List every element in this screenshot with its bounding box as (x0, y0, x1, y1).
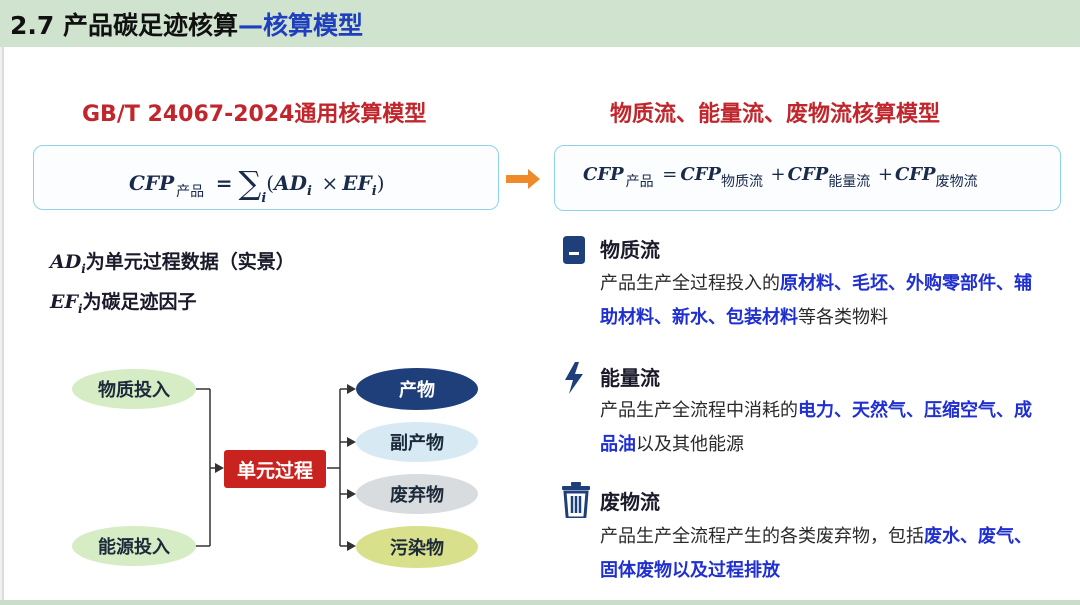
page-title-sub: 核算模型 (263, 11, 364, 40)
output-waste: 废弃物 (356, 474, 478, 514)
output-byproduct: 副产物 (356, 422, 478, 462)
unit-process-box: 单元过程 (224, 450, 326, 488)
formula-times: × (321, 171, 339, 195)
output-pollutant: 污染物 (356, 526, 478, 568)
bottom-bar (0, 600, 1080, 605)
section-material-body: 产品生产全过程投入的原材料、毛坯、外购零部件、辅助材料、新水、包装材料等各类物料 (600, 267, 1040, 335)
rformula-t2: CFP (787, 164, 829, 185)
rformula-eq: = (662, 164, 678, 185)
output-product: 产物 (356, 368, 478, 410)
section-waste-body: 产品生产全流程产生的各类废弃物，包括废水、废气、固体废物以及过程排放 (600, 520, 1040, 588)
formula-ef: EF (342, 171, 372, 195)
page-title-main: 2.7 产品碳足迹核算 (10, 11, 238, 40)
section-energy-body: 产品生产全流程中消耗的电力、天然气、压缩空气、成品油以及其他能源 (600, 394, 1040, 462)
rformula-cfp: CFP (583, 164, 624, 185)
rformula-t2-sub: 能量流 (828, 174, 871, 190)
definition-ef: EFi为碳足迹因子 (50, 287, 197, 316)
material-body-pre: 产品生产全过程投入的 (600, 273, 780, 294)
energy-body-post: 以及其他能源 (636, 434, 744, 455)
left-heading: GB/T 24067-2024通用核算模型 (82, 102, 427, 127)
document-icon (563, 236, 585, 264)
formula-sum: ∑ (238, 164, 262, 202)
def-ef-symbol: EF (50, 291, 78, 313)
def-ef-text: 为碳足迹因子 (82, 291, 197, 313)
rformula-plus1: + (770, 164, 786, 185)
trash-icon (562, 482, 590, 518)
formula-ad-sub: i (306, 184, 312, 199)
formula-eq: = (215, 171, 233, 195)
page-title-dash: — (238, 11, 263, 40)
formula-ad: AD (274, 171, 307, 195)
rformula-t3-sub: 废物流 (935, 174, 978, 190)
input-material: 物质投入 (72, 369, 196, 409)
rformula-cfp-sub: 产品 (625, 174, 654, 190)
energy-body-bold: 电力、天然气、压缩空气、成品油 (600, 400, 1032, 455)
formula-sum-sub: i (261, 191, 267, 206)
right-arrow-icon (506, 169, 540, 189)
lightning-icon (565, 362, 583, 394)
rformula-plus2: + (877, 164, 893, 185)
section-material-title: 物质流 (600, 238, 660, 262)
formula-cfp-sub: 产品 (176, 184, 205, 200)
material-body-bold: 原材料、毛坯、外购零部件、辅助材料、新水、包装材料 (600, 273, 1032, 328)
rformula-t3: CFP (894, 164, 936, 185)
def-ad-sub: i (81, 261, 86, 276)
formula-ef-sub: i (371, 184, 377, 199)
waste-body-bold: 废水、废气、固体废物以及过程排放 (600, 526, 1032, 581)
title-bar: 2.7 产品碳足迹核算—核算模型 (0, 0, 1080, 47)
definition-ad: ADi为单元过程数据（实景） (50, 247, 295, 276)
def-ad-text: 为单元过程数据（实景） (85, 251, 295, 273)
section-energy-title: 能量流 (600, 366, 660, 390)
waste-body-pre: 产品生产全流程产生的各类废弃物，包括 (600, 526, 924, 547)
section-waste-title: 废物流 (600, 490, 660, 514)
def-ef-sub: i (77, 301, 83, 316)
page-title: 2.7 产品碳足迹核算—核算模型 (10, 6, 363, 42)
energy-body-pre: 产品生产全流程中消耗的 (600, 400, 798, 421)
material-body-post: 等各类物料 (798, 307, 888, 328)
rformula-t1: CFP (680, 164, 721, 185)
rformula-t1-sub: 物质流 (720, 174, 763, 190)
def-ad-symbol: AD (50, 251, 82, 273)
right-heading: 物质流、能量流、废物流核算模型 (610, 102, 941, 127)
formula-cfp: CFP (129, 171, 175, 195)
slide-panel (2, 47, 1080, 603)
input-energy: 能源投入 (72, 526, 196, 566)
